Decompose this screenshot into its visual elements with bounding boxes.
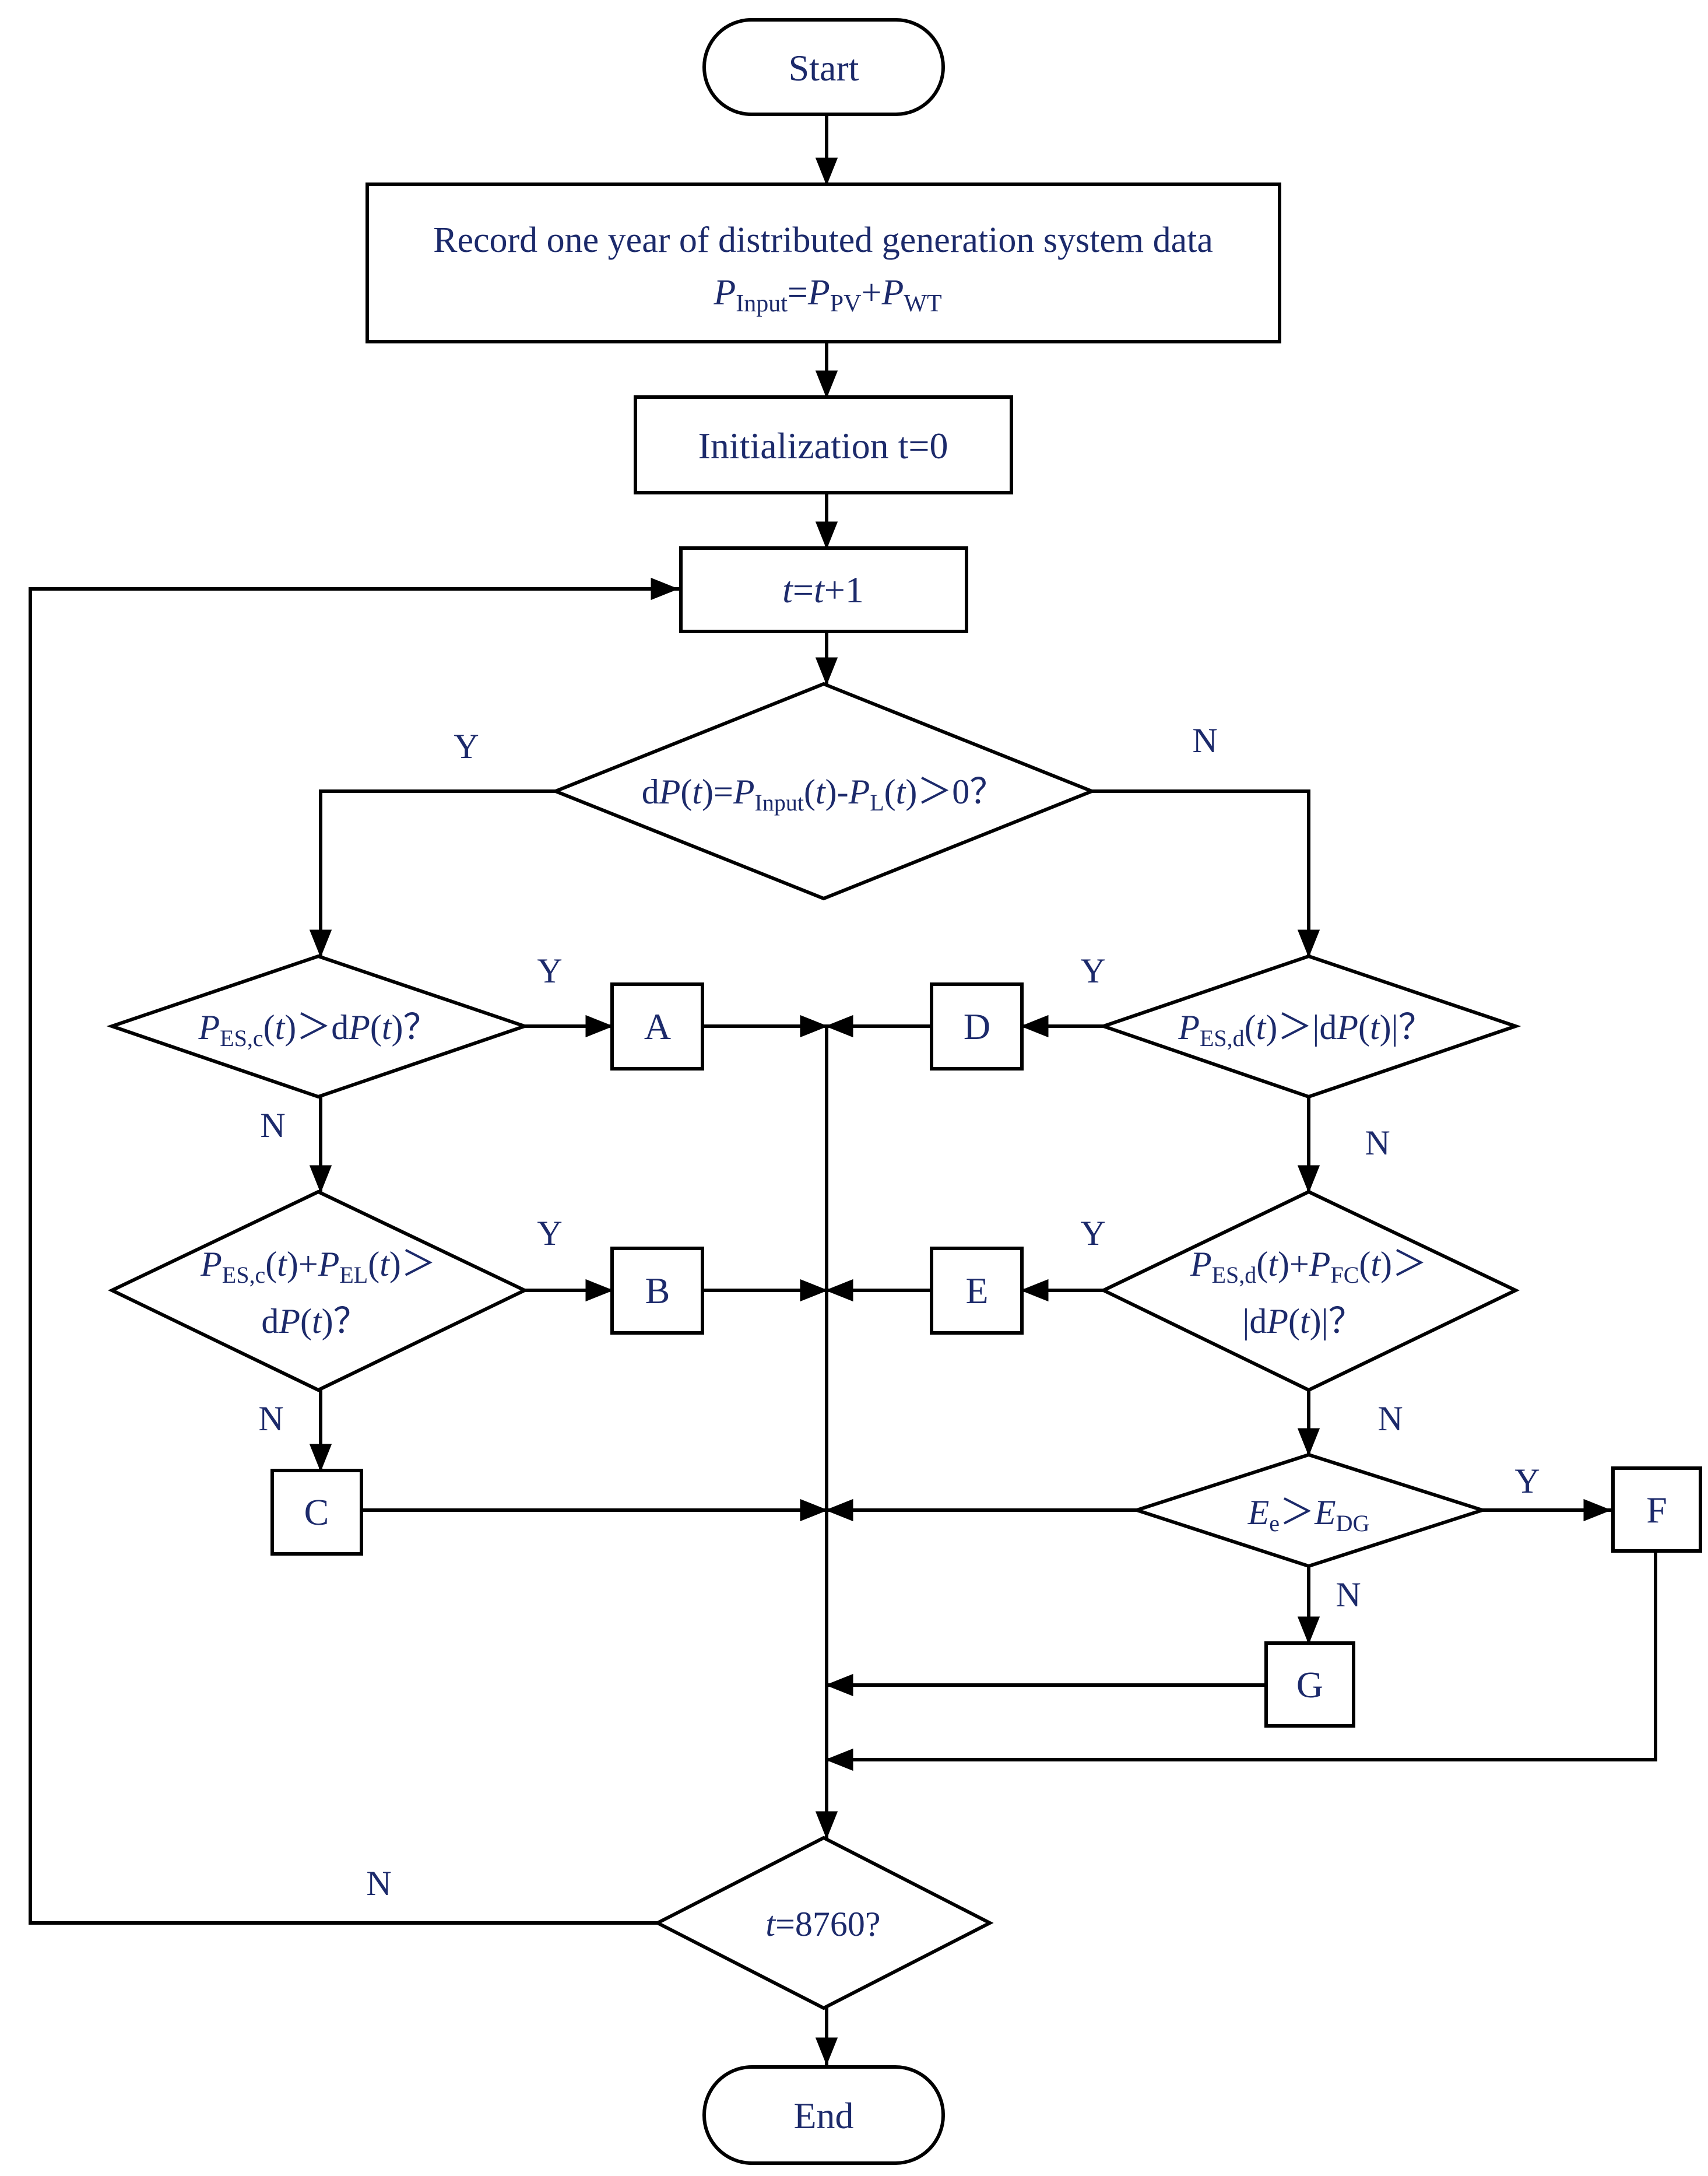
record-data-box: Record one year of distributed generatio…: [366, 182, 1281, 343]
final-decision: t=8760?: [653, 1835, 994, 2010]
charge-electrolyzer-decision-line2: dP(t)？: [261, 1302, 368, 1340]
label-c1-yes: Y: [537, 952, 562, 990]
increment-label: t=t+1: [782, 569, 864, 610]
label-c2-no: N: [258, 1399, 283, 1438]
end-node: End: [702, 2065, 945, 2165]
box-c: C: [270, 1469, 363, 1556]
charge-electrolyzer-decision: PES,c(t)+PEL(t)＞ dP(t)？: [108, 1189, 529, 1392]
edge-loop-no: [29, 577, 679, 1925]
charge-decision-label: PES,c(t)＞dP(t)？: [198, 1008, 438, 1051]
box-a-label: A: [644, 1006, 671, 1047]
edge-main-yes: [309, 789, 557, 958]
box-a: A: [610, 982, 704, 1071]
initialization-label: Initialization t=0: [698, 425, 948, 466]
edges: [29, 113, 1657, 2066]
discharge-fuelcell-decision-line1: PES,d(t)+PFC(t)＞: [1190, 1245, 1427, 1288]
edge-f-to-bus: [825, 1549, 1657, 1771]
main-decision: dP(t)=PInput(t)-PL(t)＞0？: [550, 682, 1097, 901]
edge-main-no: [1090, 789, 1320, 958]
start-node: Start: [702, 18, 945, 116]
main-decision-label: dP(t)=PInput(t)-PL(t)＞0？: [642, 773, 1005, 816]
edge-labels: Y N Y N Y N Y N Y N Y N N: [258, 721, 1540, 1903]
discharge-decision: PES,d(t)＞|dP(t)|？: [1098, 954, 1521, 1099]
box-g-label: G: [1296, 1664, 1323, 1705]
final-decision-label: t=8760?: [765, 1905, 880, 1943]
label-c1-no: N: [260, 1106, 285, 1145]
label-d2-no: N: [1377, 1399, 1403, 1438]
label-d2-yes: Y: [1080, 1214, 1105, 1252]
energy-compare-decision: Ee＞EDG: [1131, 1452, 1488, 1568]
box-e: E: [930, 1247, 1024, 1335]
box-c-label: C: [304, 1491, 329, 1533]
start-label: Start: [789, 47, 859, 89]
charge-electrolyzer-decision-line1: PES,c(t)+PEL(t)＞: [200, 1245, 436, 1288]
increment-box: t=t+1: [679, 546, 968, 633]
label-main-yes: Y: [454, 727, 479, 766]
discharge-fuelcell-decision-line2: |dP(t)|？: [1242, 1302, 1363, 1340]
box-d-label: D: [964, 1006, 990, 1047]
end-label: End: [793, 2095, 853, 2136]
label-c2-yes: Y: [537, 1214, 562, 1252]
label-d1-no: N: [1365, 1124, 1390, 1162]
record-data-label: Record one year of distributed generatio…: [433, 220, 1213, 260]
label-e-no: N: [1336, 1575, 1361, 1614]
record-data-formula: PInput=PPV+PWT: [713, 273, 941, 317]
initialization-box: Initialization t=0: [634, 395, 1013, 494]
box-g: G: [1264, 1641, 1355, 1728]
box-f: F: [1611, 1466, 1702, 1553]
label-e-yes: Y: [1514, 1462, 1540, 1500]
box-f-label: F: [1646, 1489, 1667, 1531]
energy-compare-label: Ee＞EDG: [1247, 1493, 1370, 1536]
box-e-label: E: [965, 1270, 988, 1311]
label-d1-yes: Y: [1080, 952, 1105, 990]
label-loop-no: N: [366, 1864, 391, 1903]
box-b: B: [610, 1247, 704, 1335]
charge-decision: PES,c(t)＞dP(t)？: [106, 954, 530, 1099]
label-main-no: N: [1192, 721, 1217, 760]
box-b-label: B: [645, 1270, 670, 1311]
discharge-fuelcell-decision: PES,d(t)+PFC(t)＞ |dP(t)|？: [1099, 1189, 1520, 1392]
box-d: D: [930, 982, 1024, 1071]
